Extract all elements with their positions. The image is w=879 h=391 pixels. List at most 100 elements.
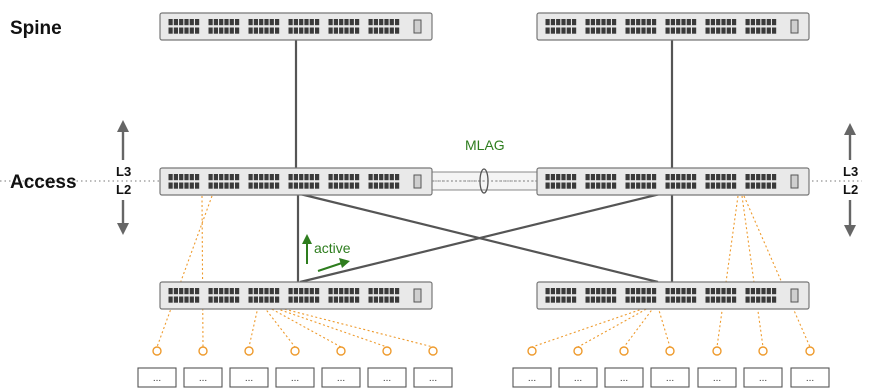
switch-icon <box>536 167 810 196</box>
port <box>168 296 173 303</box>
port <box>349 296 354 303</box>
port <box>625 296 630 303</box>
port <box>721 27 726 34</box>
port <box>379 296 384 303</box>
port <box>676 288 681 295</box>
port <box>665 27 670 34</box>
arrow-up-right-icon <box>844 123 856 160</box>
port <box>259 27 264 34</box>
port <box>184 296 189 303</box>
port <box>253 182 258 189</box>
host-box-icon <box>183 367 223 388</box>
port <box>630 296 635 303</box>
port <box>168 174 173 181</box>
host-box-icon <box>790 367 830 388</box>
port <box>304 296 309 303</box>
port <box>288 19 293 26</box>
endpoint-connections <box>156 195 811 348</box>
host-label: ... <box>199 373 207 384</box>
port <box>179 174 184 181</box>
host-box: ... <box>413 367 453 388</box>
port <box>368 19 373 26</box>
endpoint-dot-icon <box>805 346 815 356</box>
endpoint-dot-icon <box>619 346 629 356</box>
l3-label-right: L3 <box>843 164 858 179</box>
port <box>641 174 646 181</box>
port <box>750 19 755 26</box>
endpoint-link <box>741 195 764 348</box>
port <box>596 19 601 26</box>
port <box>761 19 766 26</box>
port <box>339 182 344 189</box>
port <box>636 296 641 303</box>
port <box>766 182 771 189</box>
port <box>732 174 737 181</box>
port <box>732 19 737 26</box>
port <box>259 174 264 181</box>
port <box>368 182 373 189</box>
endpoint-link <box>267 306 342 348</box>
port <box>384 288 389 295</box>
host-label: ... <box>759 373 767 384</box>
port <box>304 288 309 295</box>
port <box>646 288 651 295</box>
port <box>745 27 750 34</box>
port <box>676 19 681 26</box>
port <box>641 288 646 295</box>
port <box>173 27 178 34</box>
port <box>395 174 400 181</box>
host-box-icon <box>743 367 783 388</box>
port <box>566 288 571 295</box>
port <box>288 296 293 303</box>
access-label: Access <box>10 172 77 193</box>
port <box>606 182 611 189</box>
port <box>264 288 269 295</box>
port <box>349 288 354 295</box>
endpoint-link <box>201 195 204 348</box>
port <box>189 27 194 34</box>
port <box>692 182 697 189</box>
access-right-to-leaf-left <box>299 192 661 284</box>
port <box>550 19 555 26</box>
endpoint-dot-icon <box>665 346 675 356</box>
port <box>219 174 224 181</box>
port <box>686 296 691 303</box>
port <box>235 296 240 303</box>
host-label: ... <box>429 373 437 384</box>
port <box>556 182 561 189</box>
port <box>756 182 761 189</box>
port <box>293 296 298 303</box>
host-box: ... <box>275 367 315 388</box>
port <box>550 296 555 303</box>
port <box>259 288 264 295</box>
port <box>585 19 590 26</box>
port <box>355 27 360 34</box>
port <box>556 174 561 181</box>
host-label: ... <box>337 373 345 384</box>
host-box: ... <box>558 367 598 388</box>
port <box>219 182 224 189</box>
port <box>756 174 761 181</box>
port <box>612 182 617 189</box>
port <box>344 288 349 295</box>
port <box>721 19 726 26</box>
switches <box>159 12 810 310</box>
port <box>235 174 240 181</box>
port <box>761 296 766 303</box>
port <box>596 296 601 303</box>
port <box>224 174 229 181</box>
port <box>572 296 577 303</box>
uplink-port <box>790 19 799 34</box>
switch-icon <box>536 12 810 41</box>
port <box>309 27 314 34</box>
port <box>275 288 280 295</box>
host-label: ... <box>383 373 391 384</box>
port <box>328 27 333 34</box>
port <box>710 288 715 295</box>
port <box>379 288 384 295</box>
port <box>561 27 566 34</box>
port <box>339 19 344 26</box>
port <box>309 182 314 189</box>
port <box>368 288 373 295</box>
port <box>224 19 229 26</box>
